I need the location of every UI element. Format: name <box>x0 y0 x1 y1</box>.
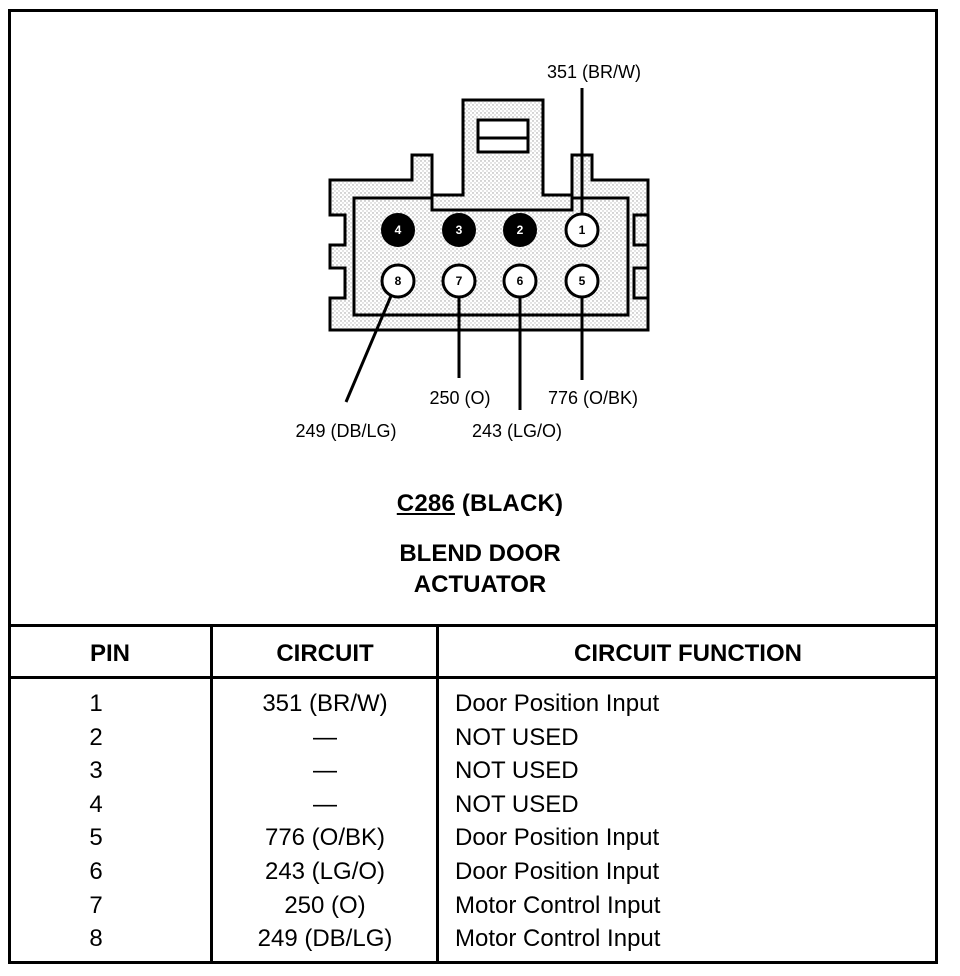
cell-pin: 5 <box>89 824 103 852</box>
component-name-line1: BLEND DOOR <box>399 540 561 567</box>
connector-title: C286 (BLACK) <box>0 490 960 518</box>
cell-pin: 8 <box>89 925 103 953</box>
cell-function: Motor Control Input <box>455 891 661 919</box>
diagram-frame <box>8 9 938 964</box>
connector-id: C286 <box>396 490 455 517</box>
cell-pin: 6 <box>89 857 103 885</box>
cell-circuit: — <box>313 723 337 751</box>
pin-cavity-4 <box>381 213 415 247</box>
cell-pin: 7 <box>89 891 103 919</box>
cell-function: NOT USED <box>455 790 579 818</box>
cell-function: Door Position Input <box>455 824 660 852</box>
column-divider <box>210 624 213 964</box>
cell-function: Motor Control Input <box>455 925 661 953</box>
table-header: PIN CIRCUIT CIRCUIT FUNCTION <box>8 624 938 679</box>
connector-housing <box>328 98 650 332</box>
table-row: 6 243 (LG/O) Door Position Input <box>8 858 938 892</box>
wire-label-pin8: 249 (DB/LG) <box>295 421 396 441</box>
table-body: 1 351 (BR/W) Door Position Input 2 — NOT… <box>8 690 938 959</box>
header-pin: PIN <box>89 640 130 667</box>
cell-circuit: — <box>313 790 337 818</box>
pin-number-8: 8 <box>395 274 402 288</box>
pin-number-7: 7 <box>456 274 463 288</box>
cell-function: Door Position Input <box>455 857 660 885</box>
cell-pin: 1 <box>89 690 103 717</box>
cell-pin: 4 <box>89 790 103 818</box>
table-row: 8 249 (DB/LG) Motor Control Input <box>8 925 938 959</box>
cell-circuit: 249 (DB/LG) <box>257 925 393 953</box>
component-name-line2: ACTUATOR <box>413 571 547 598</box>
pin-number-3: 3 <box>456 223 463 237</box>
cell-pin: 2 <box>89 723 103 751</box>
table-row: 3 — NOT USED <box>8 757 938 791</box>
cell-pin: 3 <box>89 757 103 785</box>
table-row: 5 776 (O/BK) Door Position Input <box>8 824 938 858</box>
leader-lines <box>344 88 584 410</box>
pin-cavity-3 <box>442 213 476 247</box>
wire-label-pin1: 351 (BR/W) <box>547 62 641 82</box>
pin-cavity-2 <box>503 213 537 247</box>
pin-table: PIN CIRCUIT CIRCUIT FUNCTION 1 351 (BR/W… <box>8 624 938 964</box>
cell-circuit: 351 (BR/W) <box>262 690 388 717</box>
pin-number-6: 6 <box>517 274 524 288</box>
leader-line-pin8 <box>344 295 393 403</box>
cell-circuit: 250 (O) <box>284 891 366 919</box>
connector-diagram: 4 3 2 1 8 7 6 5 351 (BR/W) 250 (O) <box>0 62 960 600</box>
cell-function: NOT USED <box>455 757 579 785</box>
wire-label-pin5: 776 (O/BK) <box>548 388 638 408</box>
table-row: 2 — NOT USED <box>8 724 938 758</box>
cell-circuit: 776 (O/BK) <box>264 824 386 852</box>
table-row: 1 351 (BR/W) Door Position Input <box>8 690 938 724</box>
wire-label-pin7: 250 (O) <box>429 388 490 408</box>
connector-color: (BLACK) <box>461 490 564 517</box>
cell-function: NOT USED <box>455 723 579 751</box>
cell-circuit: 243 (LG/O) <box>264 857 386 885</box>
pin-number-4: 4 <box>395 223 402 237</box>
pin-cavities: 4 3 2 1 8 7 6 5 <box>380 212 600 299</box>
table-row: 7 250 (O) Motor Control Input <box>8 892 938 926</box>
column-divider <box>436 624 439 964</box>
cell-function: Door Position Input <box>455 690 660 717</box>
header-circuit: CIRCUIT <box>276 640 374 667</box>
cell-circuit: — <box>313 757 337 785</box>
table-row: 4 — NOT USED <box>8 791 938 825</box>
pin-cavity-8 <box>380 263 416 299</box>
latch <box>476 118 530 154</box>
connector-drawing: 4 3 2 1 8 7 6 5 351 (BR/W) 250 (O) <box>295 62 650 441</box>
header-circuit-function: CIRCUIT FUNCTION <box>574 640 802 667</box>
wire-label-pin6: 243 (LG/O) <box>472 421 562 441</box>
component-name: BLEND DOOR ACTUATOR <box>0 538 960 600</box>
pin-number-2: 2 <box>517 223 524 237</box>
pin-number-1: 1 <box>579 223 586 237</box>
pin-number-5: 5 <box>579 274 586 288</box>
